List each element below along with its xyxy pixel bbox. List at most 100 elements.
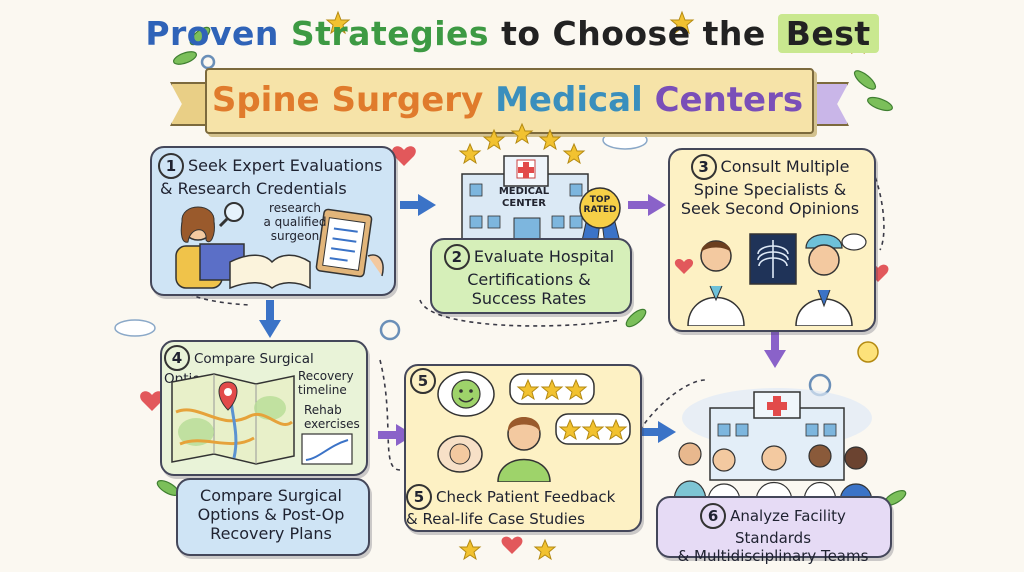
doctor-icon bbox=[700, 240, 732, 272]
step-1-illustration bbox=[175, 202, 384, 290]
title-word-medical: Medical bbox=[495, 80, 643, 120]
star-icon bbox=[533, 538, 557, 561]
title-word-surgery: Surgery bbox=[331, 80, 484, 120]
step-4-caption-line-2: Options & Post-Op bbox=[197, 505, 345, 525]
step-1-title-line-2: & Research Credentials bbox=[160, 179, 347, 198]
step-3-illustration bbox=[674, 233, 867, 326]
step-3-title-line-1: Consult Multiple bbox=[720, 157, 850, 176]
leaf-icon bbox=[625, 308, 647, 328]
magnifier-icon bbox=[224, 202, 244, 222]
step-2-sign-line-2: CENTER bbox=[502, 197, 546, 209]
step-3-title-line-3: Seek Second Opinions bbox=[680, 199, 860, 219]
team-member-icon bbox=[761, 445, 787, 471]
step-4-caption-line-3: Recovery Plans bbox=[210, 524, 332, 544]
heart-icon bbox=[674, 259, 694, 274]
title-word-spine: Spine bbox=[211, 80, 320, 120]
step-5-title-line-2: & Real-life Case Studies bbox=[406, 510, 585, 528]
step-1-note: research a qualified surgeon bbox=[250, 201, 340, 243]
title-line-2: Spine Surgery Medical Centers bbox=[205, 80, 810, 120]
cloud-icon bbox=[114, 319, 156, 337]
step-1-note-line-3: surgeon bbox=[270, 228, 320, 243]
title-word-centers: Centers bbox=[654, 80, 804, 120]
title-word-best: Best bbox=[777, 14, 879, 53]
step-4-map-note-2-line-2: exercises bbox=[304, 416, 360, 431]
step-6-illustration bbox=[673, 388, 873, 502]
step-6-number: 6 bbox=[700, 503, 727, 529]
step-2-badge-line-2: RATED bbox=[583, 204, 617, 215]
leaf-icon bbox=[867, 96, 893, 112]
star-icon bbox=[581, 418, 605, 441]
step-1-note-line-2: a qualified bbox=[263, 214, 327, 229]
team-member-icon bbox=[712, 448, 736, 472]
title-line-1: Proven Strategies to Choose the Best bbox=[0, 14, 1024, 53]
step-4-number: 4 bbox=[164, 345, 190, 371]
step-2-number: 2 bbox=[443, 244, 470, 270]
smiley-icon bbox=[451, 379, 481, 409]
step-5-number: 5 bbox=[410, 368, 436, 394]
heart-icon bbox=[392, 146, 416, 166]
step-4-map-note-2-line-1: Rehab bbox=[304, 403, 342, 417]
step-2-sign: MEDICAL CENTER bbox=[486, 186, 562, 209]
star-icon bbox=[458, 538, 482, 561]
step-2-sign-line-1: MEDICAL bbox=[498, 186, 550, 197]
step-2-badge: TOP RATED bbox=[580, 195, 620, 216]
leaf-icon bbox=[853, 70, 877, 90]
star-icon bbox=[562, 142, 586, 165]
star-icon bbox=[558, 418, 582, 441]
star-icon bbox=[458, 142, 482, 165]
team-member-icon bbox=[844, 446, 868, 470]
star-icon bbox=[538, 128, 562, 151]
star-icon bbox=[564, 378, 588, 401]
doctor-icon bbox=[808, 244, 840, 276]
step-3-number: 3 bbox=[690, 154, 717, 180]
step-2-title-line-1: Evaluate Hospital bbox=[473, 247, 615, 266]
star-icon bbox=[482, 128, 506, 151]
step-6-title-line-1: Analyze Facility Standards bbox=[730, 507, 846, 547]
star-icon bbox=[325, 10, 351, 35]
step-4-caption-card bbox=[176, 478, 370, 556]
step-4-map-note-1: Recovery timeline bbox=[298, 369, 368, 398]
step-2-title-line-3: Success Rates bbox=[471, 289, 587, 309]
step-2-badge-line-1: TOP bbox=[589, 195, 611, 205]
step-5-number-top: 5 bbox=[410, 368, 440, 394]
star-icon bbox=[540, 378, 564, 401]
step-5-number-badge: 5 bbox=[406, 484, 432, 510]
step-6-card bbox=[656, 496, 892, 558]
step-5-illustration bbox=[437, 371, 631, 482]
heart-icon bbox=[501, 536, 523, 554]
step-4-caption-line-1: Compare Surgical bbox=[200, 486, 342, 505]
title-words-middle: to Choose the bbox=[501, 14, 766, 53]
team-member-icon bbox=[678, 442, 702, 466]
child-face-icon bbox=[449, 443, 471, 465]
star-icon bbox=[510, 122, 534, 145]
step-1-note-line-1: research bbox=[269, 201, 321, 215]
step-4-illustration bbox=[171, 373, 353, 465]
step-4-map-note-1-line-1: Recovery bbox=[298, 369, 354, 383]
team-member-icon bbox=[808, 444, 832, 468]
step-2-title-line-2: Certifications & bbox=[467, 270, 591, 289]
title-word-strategies: Strategies bbox=[290, 14, 490, 53]
star-icon bbox=[604, 418, 628, 441]
step-1-number: 1 bbox=[158, 153, 184, 179]
step-4-map-note-2: Rehab exercises bbox=[304, 403, 368, 432]
heart-icon bbox=[140, 391, 164, 411]
title-banner bbox=[205, 68, 814, 134]
top-rated-badge-icon bbox=[579, 187, 621, 229]
speech-bubble-icon bbox=[841, 233, 867, 251]
lightbulb-icon bbox=[857, 341, 879, 363]
star-icon bbox=[669, 10, 695, 35]
step-4-caption: Compare Surgical Options & Post-Op Recov… bbox=[176, 486, 366, 544]
gear-icon bbox=[379, 319, 401, 341]
leaf-icon bbox=[172, 51, 198, 65]
title-word-proven: Proven bbox=[145, 14, 279, 53]
step-6-title-line-2: & Multidisciplinary Teams bbox=[677, 547, 869, 565]
step-4-map-note-1-line-2: timeline bbox=[298, 382, 347, 397]
star-icon bbox=[516, 378, 540, 401]
step-2-illustration bbox=[458, 122, 623, 256]
